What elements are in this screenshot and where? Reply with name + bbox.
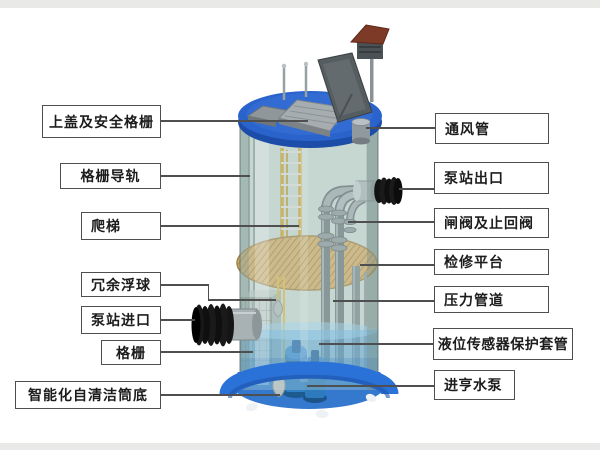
connector-top-cover (161, 120, 308, 122)
valve-assembly (317, 180, 380, 252)
label-tank-bottom: 智能化自清洁筒底 (15, 381, 161, 409)
label-pump: 进亨水泵 (434, 370, 515, 400)
label-text: 爬梯 (91, 218, 121, 234)
label-vent: 通风管 (435, 113, 549, 144)
top-edge-bar (0, 0, 600, 8)
bottom-base-flange (219, 361, 399, 419)
connector-valves (348, 221, 434, 223)
control-cabinet (349, 24, 390, 102)
connector-outlet (399, 188, 434, 190)
label-text: 检修平台 (444, 254, 504, 270)
handrail-posts (281, 61, 309, 100)
label-inlet: 泵站进口 (81, 306, 161, 334)
label-text: 冗余浮球 (91, 276, 151, 293)
label-text: 上盖及安全格栅 (49, 113, 154, 130)
label-platform: 检修平台 (434, 249, 549, 275)
access-hatch-open-door (317, 52, 373, 123)
inlet-flange (191, 303, 262, 347)
connector-platform (360, 264, 434, 266)
label-text: 压力管道 (444, 291, 504, 308)
connector-guide-rail (161, 175, 250, 177)
label-text: 泵站进口 (91, 312, 151, 328)
connector-vent (366, 127, 435, 129)
label-outlet: 泵站出口 (434, 162, 549, 194)
label-sensor-sleeve: 液位传感器保护套管 (433, 328, 573, 360)
vent-pipe (351, 118, 371, 145)
label-top-cover: 上盖及安全格栅 (42, 105, 161, 138)
label-text: 智能化自清洁筒底 (28, 387, 148, 403)
tank-glass (239, 126, 379, 390)
bottom-edge-bar (0, 443, 600, 450)
connector-tank-bottom (161, 394, 280, 396)
label-text: 泵站出口 (444, 170, 504, 186)
label-text: 液位传感器保护套管 (437, 336, 569, 352)
label-ladder: 爬梯 (81, 212, 161, 240)
label-guide-rail: 格栅导轨 (60, 163, 161, 189)
label-pressure-pipe: 压力管道 (434, 286, 549, 313)
label-text: 进亨水泵 (444, 377, 502, 393)
label-text: 闸阀及止回阀 (444, 215, 534, 231)
outlet-flange (374, 177, 403, 205)
connector-float-a (161, 284, 209, 286)
connector-float-b (207, 284, 209, 300)
access-hatch-main (278, 99, 348, 137)
connector-ladder (161, 225, 299, 227)
label-text: 格栅导轨 (80, 168, 141, 184)
label-text: 通风管 (445, 120, 490, 137)
connector-pump (307, 385, 434, 387)
connector-pressure-pipe (333, 300, 434, 302)
connector-grille (161, 351, 253, 353)
label-grille: 格栅 (101, 340, 161, 365)
connector-inlet (161, 319, 195, 321)
label-float-ball: 冗余浮球 (81, 272, 161, 297)
label-text: 格栅 (116, 344, 146, 361)
label-valves: 闸阀及止回阀 (434, 208, 549, 238)
connector-sensor-sleeve (319, 343, 433, 345)
connector-float-c (207, 299, 276, 301)
